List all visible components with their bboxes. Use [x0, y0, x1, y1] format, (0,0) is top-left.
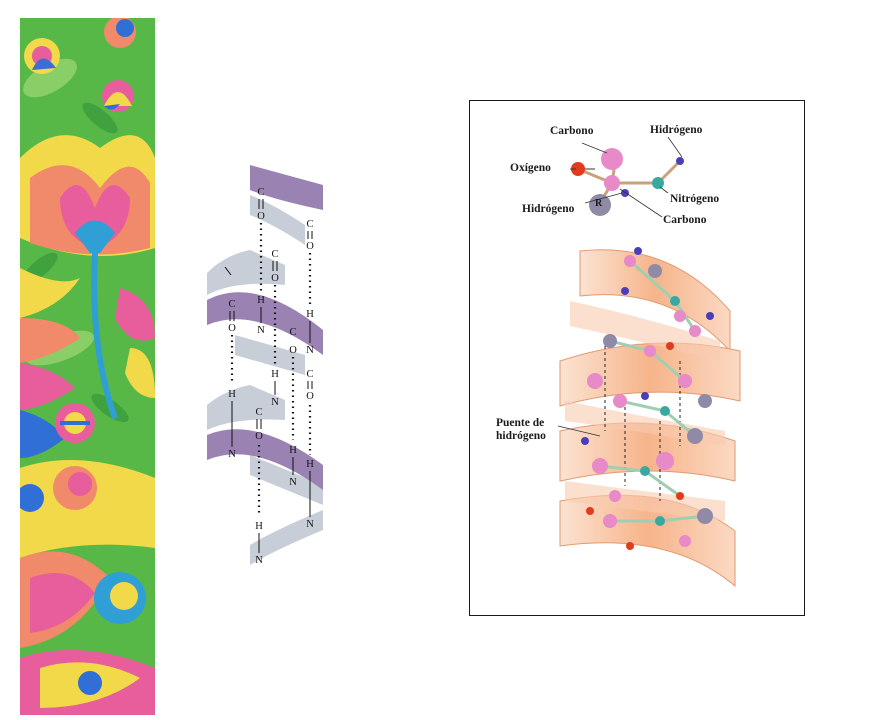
label-hidrogeno-top: Hidrógeno — [650, 124, 703, 136]
amino-acid-helix-figure: Carbono Hidrógeno Oxígeno Nitrógeno Hidr… — [469, 100, 805, 616]
atom-c: C — [271, 249, 278, 260]
atom-h: H — [228, 389, 236, 400]
helix-front-ribbon — [207, 165, 323, 490]
atom-o: O — [257, 211, 265, 222]
carbon-atom-icon — [601, 148, 623, 170]
helix-atoms — [581, 247, 714, 550]
atom-o: O — [289, 345, 297, 356]
atom-n: N — [255, 555, 263, 566]
floral-decoration — [20, 18, 155, 715]
label-carbono-top: Carbono — [550, 125, 594, 137]
label-carbono-bottom: Carbono — [663, 214, 707, 226]
atom-n: N — [257, 325, 265, 336]
atom-o: O — [306, 391, 314, 402]
atom-c: C — [306, 219, 313, 230]
atom-n: N — [306, 345, 314, 356]
label-r-group: R — [595, 198, 603, 209]
label-nitrogeno: Nitrógeno — [670, 193, 720, 205]
atom-c: C — [228, 299, 235, 310]
hydrogen-atom-icon — [676, 157, 684, 165]
atom-c: C — [255, 407, 262, 418]
atom-h: H — [306, 459, 314, 470]
label-hydrogen-bond: Puente de hidrógeno — [496, 417, 546, 442]
label-oxigeno: Oxígeno — [510, 162, 551, 174]
hydrogen-bond-lines — [230, 223, 312, 515]
nitrogen-atom-icon — [652, 177, 664, 189]
atom-n: N — [306, 519, 314, 530]
atom-h: H — [271, 369, 279, 380]
label-hidrogeno-left: Hidrógeno — [522, 203, 575, 215]
atom-h: H — [289, 445, 297, 456]
oxygen-atom-icon — [571, 162, 585, 176]
r-group-icon — [589, 194, 611, 216]
alpha-helix-schematic: C O C O C O H N H N C O C O H N C O H N … — [195, 155, 345, 595]
atom-o: O — [255, 431, 263, 442]
atom-n: N — [228, 449, 236, 460]
atom-h: H — [306, 309, 314, 320]
atom-h: H — [255, 521, 263, 532]
atom-c: C — [289, 327, 296, 338]
carbon-atom-icon — [604, 175, 620, 191]
atom-o: O — [271, 273, 279, 284]
atom-c: C — [257, 187, 264, 198]
atom-o: O — [306, 241, 314, 252]
molecular-illustration — [557, 136, 741, 588]
atom-h: H — [257, 295, 265, 306]
atom-c: C — [306, 369, 313, 380]
atom-o: O — [228, 323, 236, 334]
bond-lines — [224, 199, 313, 553]
floral-pattern-image — [20, 18, 155, 715]
atom-n: N — [289, 477, 297, 488]
helix-ribbon-back — [565, 301, 725, 521]
atom-n: N — [271, 397, 279, 408]
helix-back-ribbon — [207, 195, 323, 565]
label-pointers — [570, 136, 683, 218]
